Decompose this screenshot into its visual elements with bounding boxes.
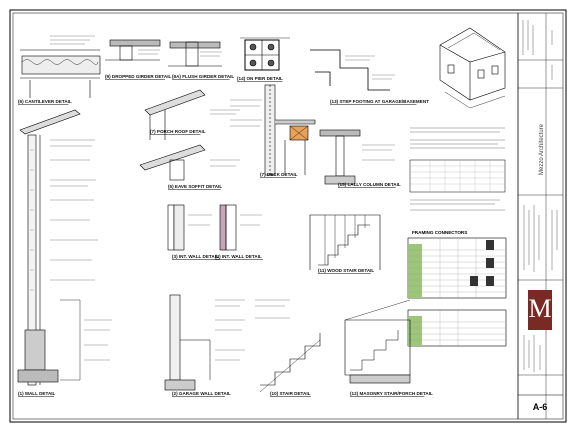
firm-name: Mezzo Architecture — [539, 123, 545, 175]
sheet-inner-border — [12, 12, 564, 420]
detail-title-dropped-girder: (9) DROPPED GIRDER DETAIL — [105, 74, 171, 79]
sheet-outer-border — [9, 9, 567, 423]
detail-title-deck: (7) DECK DETAIL — [260, 172, 298, 177]
garage-wall-drawing — [164, 294, 245, 391]
flush-girder-drawing — [168, 41, 222, 67]
wood-stair-drawing — [309, 214, 381, 270]
cantilever-drawing — [20, 35, 101, 98]
detail-title-lally-column: (15) LALLY COLUMN DETAIL — [338, 182, 401, 187]
detail-title-pier: (14) ON PIER DETAIL — [237, 76, 283, 81]
isometric-house-drawing — [439, 27, 506, 109]
detail-title-masonry-stair: (12) MASONRY STAIR/PORCH DETAIL — [350, 391, 433, 396]
detail-title-step-footing: (13) STEP FOOTING AT GARAGE/BASEMENT — [330, 99, 429, 104]
stair-drawing — [255, 299, 321, 393]
detail-title-eave-soffit: (5) EAVE SOFFIT DETAIL — [168, 184, 222, 189]
lally-column-drawing — [319, 129, 395, 185]
detail-title-stair: (10) STAIR DETAIL — [270, 391, 311, 396]
detail-title-int-wall-2: (4) INT. WALL DETAIL — [215, 254, 262, 259]
wall-section-drawing — [17, 109, 112, 386]
title-block — [517, 13, 563, 419]
detail-title-int-wall: (3) INT. WALL DETAIL — [172, 254, 219, 259]
pier-drawing — [240, 37, 290, 71]
framing-connectors-title: FRAMING CONNECTORS — [412, 230, 467, 235]
deck-drawing — [230, 84, 316, 176]
detail-title-flush-girder: (8A) FLUSH GIRDER DETAIL — [172, 74, 234, 79]
logo-box — [528, 290, 552, 330]
framing-connectors-table — [407, 237, 507, 347]
detail-title-cantilever: (6) CANTILEVER DETAIL — [18, 99, 72, 104]
step-footing-drawing — [310, 49, 395, 91]
dropped-girder-drawing — [105, 39, 161, 61]
detail-title-wall: (1) WALL DETAIL — [18, 391, 56, 396]
sheet-number: A-6 — [533, 402, 548, 412]
int-wall-drawing — [167, 204, 262, 251]
detail-title-porch-roof: (7) PORCH ROOF DETAIL — [150, 129, 206, 134]
notes-and-schedule — [409, 127, 506, 211]
detail-title-wood-stair: (11) WOOD STAIR DETAIL — [318, 268, 374, 273]
porch-roof-drawing — [139, 89, 240, 181]
masonry-stair-drawing — [344, 299, 411, 384]
logo-letter: M — [528, 294, 551, 323]
detail-title-garage-wall: (2) GARAGE WALL DETAIL — [172, 391, 231, 396]
